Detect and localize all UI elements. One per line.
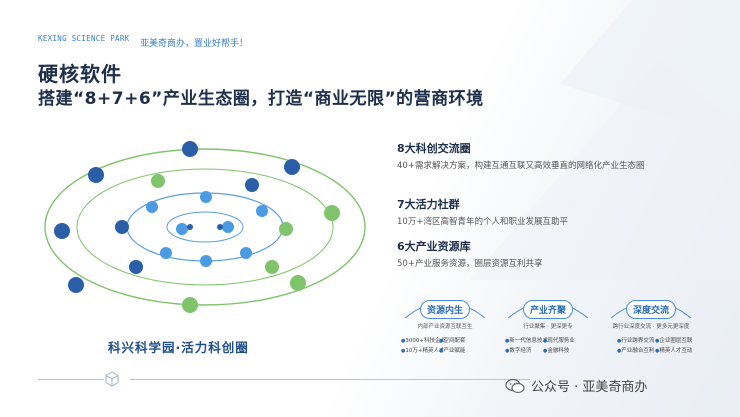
core-nodes xyxy=(187,224,223,230)
feature-industry: 产业齐聚 行业聚集 · 更深更专 xyxy=(508,298,588,330)
feature-title: 产业齐聚 xyxy=(522,300,573,319)
node-icon xyxy=(160,247,172,259)
ecosystem-diagram xyxy=(44,141,366,313)
feature-tags: 3000+科技企业空间配套 10万+精英人才产业赋能 xyxy=(401,336,481,356)
page-title: 硬核软件 xyxy=(38,62,122,86)
node-icon xyxy=(115,220,129,234)
node-icon xyxy=(68,277,84,293)
feature-subtitle: 内部产业资源互联互生 xyxy=(417,324,473,330)
feature-title: 资源内生 xyxy=(419,300,470,319)
page-subtitle: 搭建“8+7+6”产业生态圈，打造“商业无限”的营商环境 xyxy=(38,89,484,109)
tag: 产业赋能 xyxy=(439,346,477,356)
node-icon xyxy=(265,260,279,274)
outer-ring xyxy=(44,148,366,306)
tag: 精英人才互动 xyxy=(655,346,693,356)
info-section-2: 7大活力社群 10万+湾区高智青年的个人和职业发展互助平 xyxy=(397,196,568,229)
node-icon xyxy=(54,223,70,239)
info-section-3: 6大产业资源库 50+产业服务资源，圈层资源互利共享 xyxy=(397,238,542,271)
tag: 新一代信息技术 xyxy=(505,336,548,346)
tag: 行业跨界交流 xyxy=(617,336,655,346)
node-icon xyxy=(284,159,300,175)
logo: KEXING SCIENCE PARK xyxy=(38,34,130,54)
info-heading: 7大活力社群 xyxy=(397,198,460,211)
slogan: 亚美奇商办，置业好帮手！ xyxy=(140,39,249,49)
node-icon xyxy=(129,260,143,274)
info-text: 50+产业服务资源，圈层资源互利共享 xyxy=(397,259,543,269)
divider xyxy=(38,379,104,380)
middle-ring xyxy=(76,168,334,286)
node-icon xyxy=(146,201,158,213)
tag: 企业圈层互联 xyxy=(655,336,693,346)
wechat-icon xyxy=(505,378,525,393)
feature-resource: 资源内生 内部产业资源互联互生 xyxy=(405,298,485,330)
node-icon xyxy=(222,221,234,233)
feature-title: 深度交流 xyxy=(625,300,676,319)
tag: 现代服务业 xyxy=(543,336,581,346)
tag: 金融科技 xyxy=(543,346,581,356)
node-icon xyxy=(200,191,212,203)
info-section-1: 8大科创交流圈 40+需求解决方案，构建互通互联又高效垂直的网络化产业生态圈 xyxy=(397,140,644,173)
node-icon xyxy=(182,297,198,313)
core-ring xyxy=(166,211,244,243)
info-text: 40+需求解决方案，构建互通互联又高效垂直的网络化产业生态圈 xyxy=(397,161,645,171)
divider xyxy=(130,379,530,380)
node-icon xyxy=(324,205,340,221)
logo-text: KEXING SCIENCE PARK xyxy=(38,34,130,43)
feature-tags: 行业跨界交流企业圈层互联 产业融合互利精英人才互动 xyxy=(617,336,697,356)
node-icon xyxy=(245,178,259,192)
feature-columns: 资源内生 内部产业资源互联互生 产业齐聚 行业聚集 · 更深更专 深度交流 跨行… xyxy=(395,288,700,368)
node-icon xyxy=(200,255,212,267)
node-icon xyxy=(279,222,293,236)
watermark-text: 公众号 · 亚美奇商办 xyxy=(531,380,648,395)
node-icon xyxy=(182,141,198,157)
info-heading: 6大产业资源库 xyxy=(397,240,471,253)
node-icon xyxy=(256,205,268,217)
cube-icon xyxy=(105,371,119,387)
tag: 数字经济 xyxy=(505,346,543,356)
feature-subtitle: 跨行业深度交流 · 更多元更深度 xyxy=(612,324,690,330)
outer-nodes xyxy=(54,141,340,313)
diagram-caption: 科兴科学园·活力科创圈 xyxy=(108,340,249,355)
info-heading: 8大科创交流圈 xyxy=(397,142,471,155)
feature-exchange: 深度交流 跨行业深度交流 · 更多元更深度 xyxy=(611,298,691,330)
tag: 空间配套 xyxy=(439,336,477,346)
feature-subtitle: 行业聚集 · 更深更专 xyxy=(523,324,573,330)
info-text: 10万+湾区高智青年的个人和职业发展互助平 xyxy=(397,217,568,227)
node-icon xyxy=(176,223,188,235)
feature-tags: 新一代信息技术现代服务业 数字经济金融科技 xyxy=(505,336,585,356)
node-icon xyxy=(88,167,104,183)
node-icon xyxy=(240,247,252,259)
tag: 3000+科技企业 xyxy=(401,336,446,346)
inner-nodes xyxy=(146,191,268,267)
tag: 产业融合互利 xyxy=(617,346,655,356)
tag: 10万+精英人才 xyxy=(401,346,444,356)
watermark: 公众号 · 亚美奇商办 xyxy=(505,376,647,395)
node-icon xyxy=(290,275,306,291)
node-icon xyxy=(151,174,165,188)
